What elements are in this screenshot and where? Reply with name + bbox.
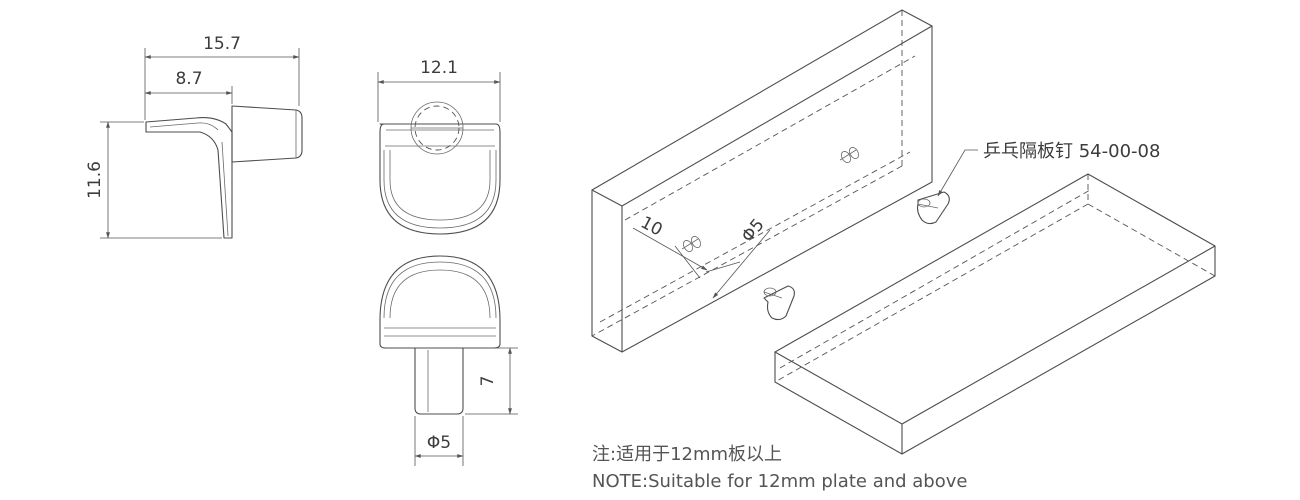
dim-hole-diameter: Φ5: [738, 215, 769, 246]
front-view: 12.1: [377, 58, 501, 235]
shelf-pin-clip-left: [763, 285, 795, 321]
dim-inner-width: 8.7: [175, 69, 202, 89]
dim-height: 11.6: [85, 161, 105, 199]
shelf-pin-clip-right: [916, 191, 950, 225]
side-view: 15.7 8.7 11.6: [85, 34, 303, 239]
dim-pin-diameter: Φ5: [427, 433, 451, 453]
note-chinese: 注:适用于12mm板以上: [592, 444, 783, 465]
callout-label: 乒乓隔板钉 54-00-08: [983, 141, 1160, 162]
dim-front-width: 12.1: [420, 58, 458, 78]
bottom-view: 7 Φ5: [379, 255, 518, 466]
dim-overall-width: 15.7: [203, 34, 241, 54]
note-english: NOTE:Suitable for 12mm plate and above: [592, 471, 968, 492]
dim-pin-height: 7: [478, 376, 498, 387]
dim-edge-distance: 10: [637, 213, 665, 241]
install-view: 10 Φ5 乒乓隔板钉 54-00-08: [591, 9, 1216, 455]
